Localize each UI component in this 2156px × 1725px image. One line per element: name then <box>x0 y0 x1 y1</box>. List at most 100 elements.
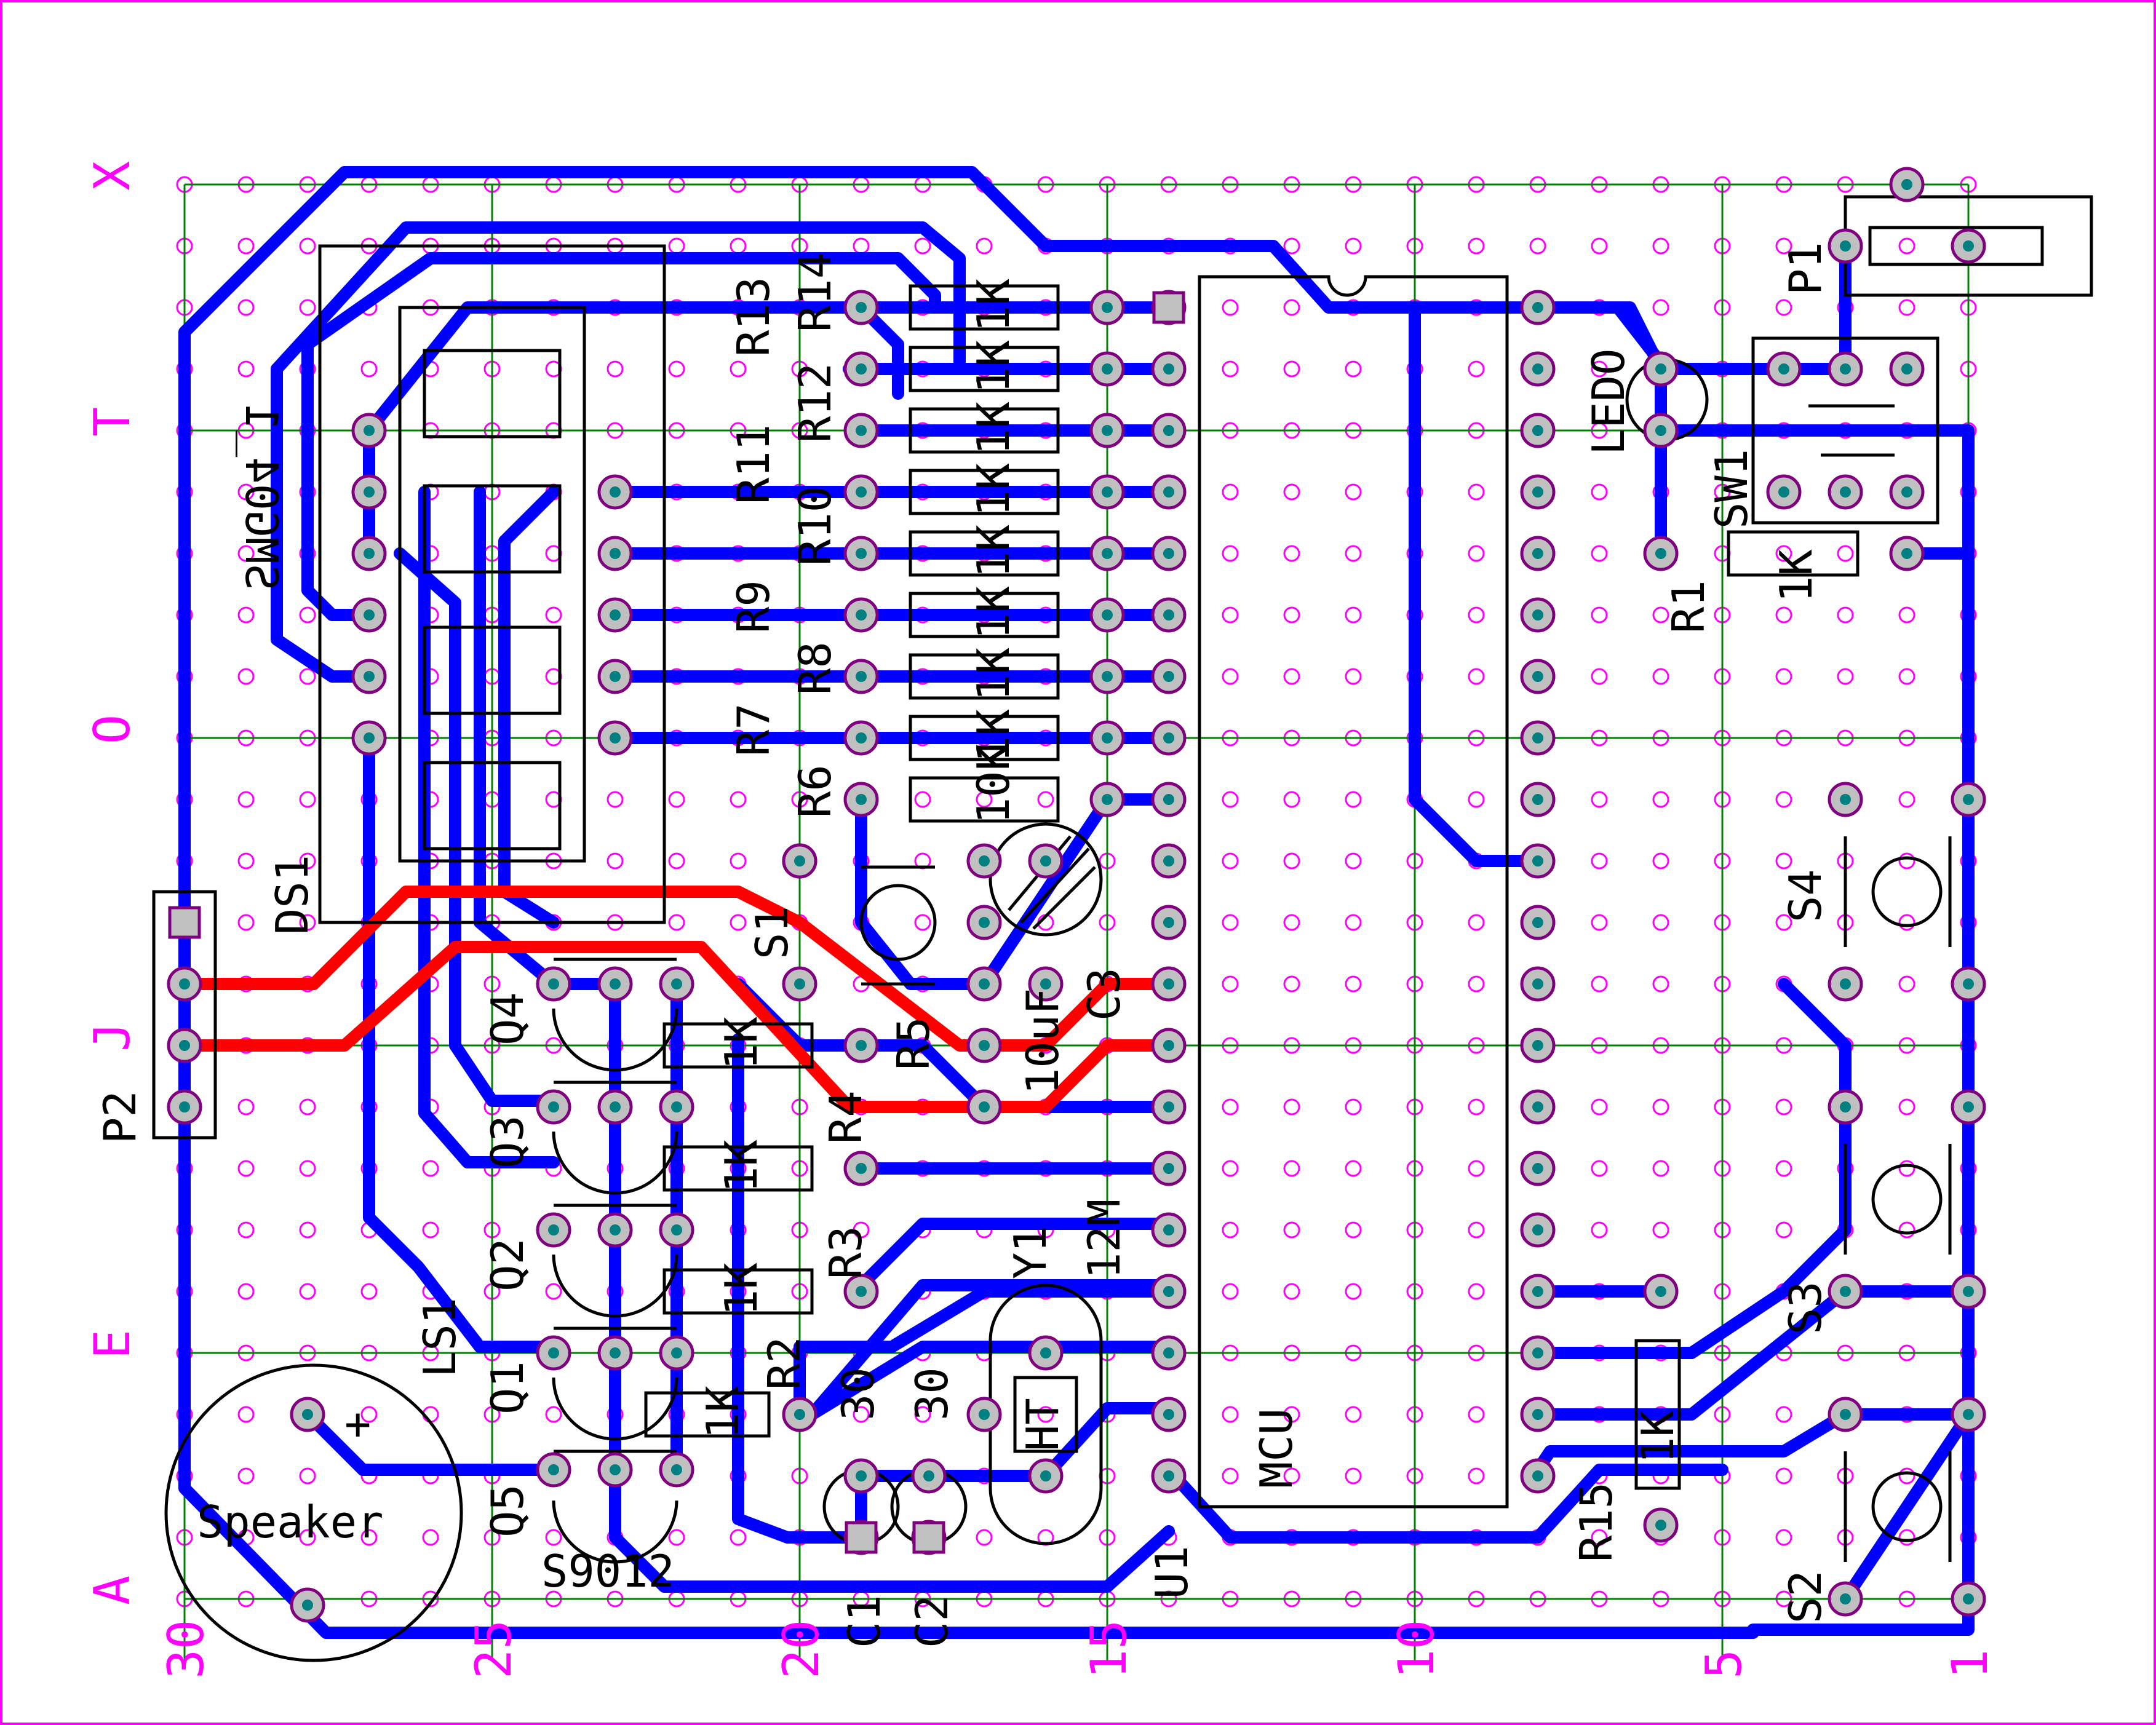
s2-outline <box>1871 1471 1943 1542</box>
square-pad <box>168 906 201 939</box>
perfboard-hole <box>1345 975 1362 993</box>
perfboard-hole <box>1345 1160 1362 1177</box>
component-pad <box>351 597 387 633</box>
component-pad <box>1151 597 1187 633</box>
perfboard-hole <box>1468 545 1485 562</box>
component-pad <box>1643 536 1679 571</box>
component-pad <box>1151 536 1187 571</box>
label-p2: P2 <box>94 1090 146 1144</box>
perfboard-hole <box>1283 237 1300 255</box>
r12-body <box>909 407 1060 454</box>
perfboard-hole <box>1591 914 1608 931</box>
component-pad <box>536 966 571 1002</box>
perfboard-hole <box>1591 1160 1608 1177</box>
perfboard-hole <box>1898 1529 1915 1546</box>
perfboard-hole <box>1775 545 1792 562</box>
component-pad <box>1828 1274 1863 1309</box>
perfboard-hole <box>1222 1160 1239 1177</box>
perfboard-hole <box>1283 1160 1300 1177</box>
perfboard-hole <box>1345 1283 1362 1300</box>
perfboard-hole <box>1775 1221 1792 1239</box>
ds1-display-window <box>398 306 586 863</box>
component-pad <box>536 1452 571 1488</box>
component-pad <box>911 1458 947 1494</box>
component-pad <box>843 659 879 694</box>
perfboard-hole <box>1283 360 1300 378</box>
component-pad <box>1951 1581 1986 1617</box>
component-pad <box>351 720 387 756</box>
square-pad <box>845 1521 878 1554</box>
perfboard-hole <box>1775 668 1792 685</box>
perfboard-hole <box>1468 1160 1485 1177</box>
component-pad <box>966 1089 1002 1125</box>
component-pad <box>1951 966 1986 1002</box>
perfboard-hole <box>1283 299 1300 316</box>
label-r1-val: 1K <box>1770 549 1822 603</box>
trace-s2-gnd <box>1839 1408 1975 1605</box>
label-p1: P1 <box>1780 242 1831 295</box>
y1-body <box>1013 1376 1078 1453</box>
perfboard-hole <box>730 852 747 870</box>
perfboard-hole <box>1283 1098 1300 1116</box>
component-pad <box>1520 1335 1556 1371</box>
label-c3-val: 10uF <box>1017 988 1068 1095</box>
perfboard-hole <box>545 1406 562 1423</box>
perfboard-hole <box>1468 1467 1485 1485</box>
perfboard-hole <box>299 1098 316 1116</box>
perfboard-hole <box>1222 483 1239 501</box>
perfboard-hole <box>1898 914 1915 931</box>
perfboard-hole <box>1775 1160 1792 1177</box>
trace-red-2 <box>185 941 1169 1113</box>
c3-hatch-2 <box>1020 847 1090 924</box>
perfboard-hole <box>1775 1406 1792 1423</box>
label-y1-val: 12M <box>1078 1199 1130 1279</box>
q5-outline <box>552 1449 678 1564</box>
component-pad <box>597 659 633 694</box>
label-r4-val: 1K <box>715 1140 767 1193</box>
label-r8-val: 1K <box>968 648 1019 701</box>
perfboard-hole <box>299 237 316 255</box>
label-ht: HT <box>1017 1398 1068 1451</box>
perfboard-hole <box>668 914 685 931</box>
component-pad <box>1520 720 1556 756</box>
component-pad <box>1151 413 1187 448</box>
perfboard-hole <box>1898 237 1915 255</box>
perfboard-hole <box>299 852 316 870</box>
component-pad <box>1089 290 1125 325</box>
component-pad <box>1151 1212 1187 1248</box>
perfboard-hole <box>1898 299 1915 316</box>
component-pad <box>597 1212 633 1248</box>
perfboard-hole <box>1652 852 1669 870</box>
component-pad <box>1828 1397 1863 1432</box>
perfboard-hole <box>914 237 931 255</box>
component-pad <box>351 474 387 510</box>
s1-outline <box>859 884 937 961</box>
component-pad <box>1951 228 1986 264</box>
perfboard-hole <box>1222 299 1239 316</box>
perfboard-hole <box>1775 914 1792 931</box>
component-pad <box>536 1335 571 1371</box>
component-pad <box>1643 1507 1679 1543</box>
perfboard-hole <box>1837 668 1854 685</box>
component-pad <box>1520 351 1556 387</box>
top-layer-traces <box>185 886 1169 1113</box>
component-pad <box>1889 474 1925 510</box>
perfboard-hole <box>1222 668 1239 685</box>
trace-mcu-l-5 <box>806 1341 1175 1421</box>
perfboard-hole <box>1283 1406 1300 1423</box>
perfboard-hole <box>1591 852 1608 870</box>
label-r13: R13 <box>728 277 779 357</box>
component-pad <box>1951 1274 1986 1309</box>
perfboard-hole <box>1345 545 1362 562</box>
row-label-x: X <box>84 161 141 191</box>
component-pad <box>1520 536 1556 571</box>
perfboard-hole <box>1222 1283 1239 1300</box>
perfboard-hole <box>299 1529 316 1546</box>
perfboard-hole <box>1345 1221 1362 1239</box>
component-pad <box>782 843 817 879</box>
r7-body <box>909 715 1060 761</box>
component-pad <box>351 536 387 571</box>
